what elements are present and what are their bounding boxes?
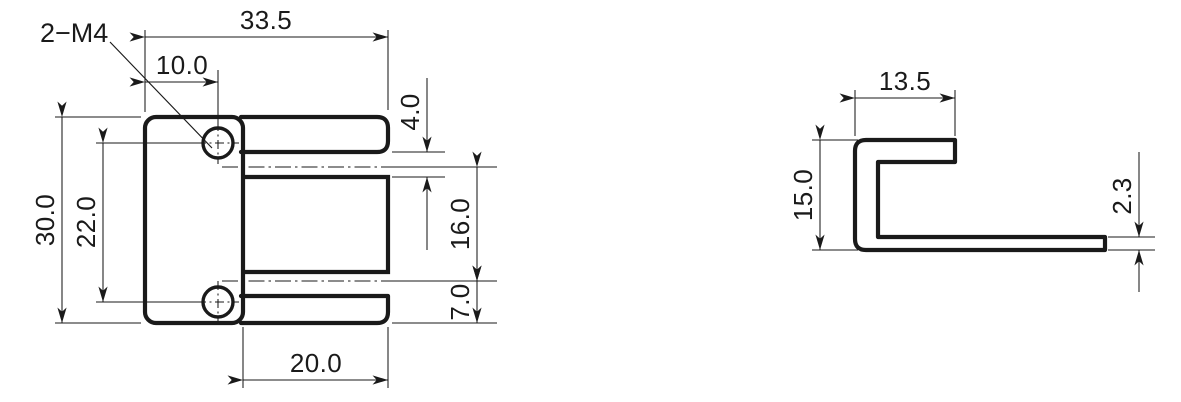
bottom-arm-outline — [238, 293, 391, 326]
dimtext-overall-width: 33.5 — [240, 5, 292, 35]
mounting-plate-outline — [142, 114, 246, 326]
leader-thread-callout — [109, 41, 213, 149]
dimtext-slot-gap: 4.0 — [395, 93, 425, 130]
dimtext-hole-spacing: 22.0 — [71, 196, 101, 248]
dimtext-hole-offset: 10.0 — [156, 50, 208, 80]
dimtext-profile-width: 13.5 — [879, 66, 931, 96]
side-view-dimensions: 13.5 15.0 2.3 — [788, 66, 1155, 292]
dimtext-middle-slot-height: 16.0 — [445, 198, 475, 250]
middle-body-outline — [241, 174, 391, 275]
thread-callout-label: 2−M4 — [40, 18, 108, 48]
side-profile-outline — [852, 137, 1108, 253]
side-view-geometry — [852, 137, 1108, 253]
front-view-geometry — [142, 114, 470, 326]
dimtext-profile-height: 15.0 — [788, 169, 818, 221]
front-view-dimensions: 33.5 10.0 2−M4 30.0 22.0 4.0 16.0 7.0 — [30, 5, 497, 388]
dimtext-arm-thickness: 2.3 — [1107, 177, 1137, 214]
dimtext-overall-height: 30.0 — [30, 194, 60, 246]
top-arm-outline — [238, 114, 391, 155]
dimtext-bottom-slot-height: 7.0 — [445, 283, 475, 320]
dimtext-plate-width: 20.0 — [290, 348, 342, 378]
